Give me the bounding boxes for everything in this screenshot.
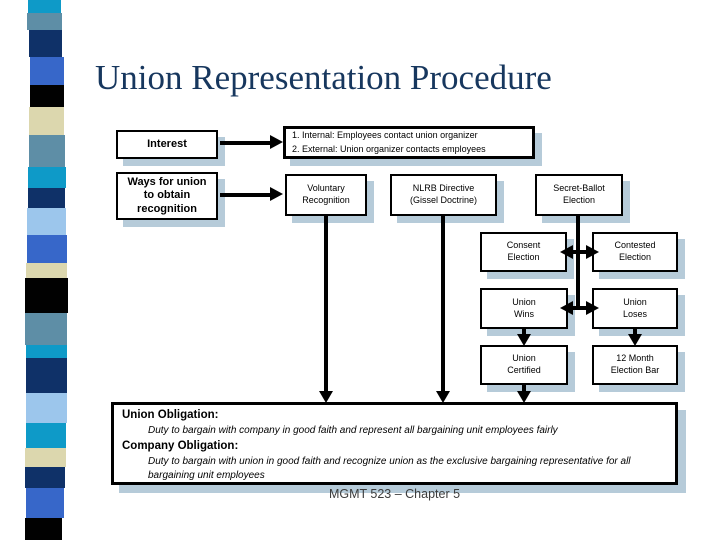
arrow-ways-to-voluntary-head [270,187,283,201]
union-obligation-body: Duty to bargain with company in good fai… [148,424,558,436]
box-secret-ballot-label: Secret-Ballot Election [553,183,605,205]
company-obligation-heading: Company Obligation: [122,440,239,453]
box-ways-label: Ways for union to obtain recognition [127,176,207,215]
stripe-segment [30,85,64,107]
stripe-segment [25,313,67,345]
slide-title: Union Representation Procedure [95,58,552,97]
box-consent-label: Consent Election [506,240,541,262]
stripe-segment [25,278,68,313]
box-union-certified-label: Union Certified [507,353,541,375]
stripe-segment [26,345,67,358]
box-nlrb-directive: NLRB Directive (Gissel Doctrine) [390,174,497,216]
box-ways-to-obtain-recognition: Ways for union to obtain recognition [116,172,218,220]
stripe-segment [25,467,65,488]
stripe-segment [26,488,64,518]
company-obligation-body: Duty to bargain with union in good faith… [148,456,631,481]
stripe-segment [25,448,66,467]
box-voluntary-recognition: Voluntary Recognition [285,174,367,216]
stripe-segment [26,423,66,448]
connector-voluntary-down-head [319,391,333,403]
box-union-wins-label: Union Wins [512,296,536,319]
box-union-loses: Union Loses [592,288,678,329]
stripe-segment [28,0,61,13]
contact-method-line-1: 1. Internal: Employees contact union org… [292,130,478,141]
double-arrow-elections-right-head [586,245,599,259]
arrow-certified-to-obligations-head [517,391,531,403]
stripe-segment [27,235,67,263]
connector-voluntary-down [324,215,328,391]
double-arrow-result-shaft [565,306,595,310]
box-contested-election: Contested Election [592,232,678,272]
box-secret-ballot-election: Secret-Ballot Election [535,174,623,216]
box-union-certified: Union Certified [480,345,568,385]
arrow-wins-to-certified-shaft [522,328,526,336]
arrow-loses-to-bar-shaft [633,328,637,336]
box-election-bar-label: 12 Month Election Bar [610,353,660,375]
double-arrow-result-right-head [586,301,599,315]
slide-footer: MGMT 523 – Chapter 5 [328,487,461,501]
stripe-segment [30,57,64,85]
stripe-segment [25,518,62,540]
connector-nlrb-down-head [436,391,450,403]
box-interest: Interest [116,130,218,159]
connector-secret-ballot-down [576,216,580,310]
decorative-stripe [0,0,80,540]
stripe-segment [27,13,62,30]
box-12-month-election-bar: 12 Month Election Bar [592,345,678,385]
union-obligation-heading: Union Obligation: [122,409,219,421]
box-contested-label: Contested Election [614,240,656,262]
box-interest-label: Interest [147,137,187,150]
box-contact-methods: 1. Internal: Employees contact union org… [283,126,535,159]
arrow-wins-to-certified-head [517,334,531,346]
double-arrow-result-left-head [560,301,573,315]
box-union-wins: Union Wins [480,288,568,329]
connector-nlrb-down [441,215,445,391]
double-arrow-elections-shaft [565,250,595,254]
stripe-segment [29,30,62,57]
double-arrow-elections-left-head [560,245,573,259]
stripe-segment [28,188,65,208]
box-union-loses-label: Union Loses [622,296,648,319]
stripe-segment [26,263,67,278]
box-voluntary-label: Voluntary Recognition [302,183,350,205]
arrow-certified-to-obligations-shaft [522,384,526,392]
arrow-interest-to-contact-head [270,135,283,149]
arrow-interest-to-contact-shaft [220,141,270,145]
contact-method-line-2: 2. External: Union organizer contacts em… [292,143,486,154]
stripe-segment [29,135,65,167]
stripe-segment [26,393,67,423]
box-nlrb-label: NLRB Directive (Gissel Doctrine) [409,183,477,205]
stripe-segment [28,167,66,188]
arrow-ways-to-voluntary-shaft [220,193,270,197]
box-obligations: Union Obligation: Duty to bargain with c… [111,402,678,485]
arrow-loses-to-bar-head [628,334,642,346]
stripe-segment [29,107,64,135]
box-consent-election: Consent Election [480,232,567,272]
stripe-segment [26,358,67,393]
stripe-segment [27,208,66,235]
